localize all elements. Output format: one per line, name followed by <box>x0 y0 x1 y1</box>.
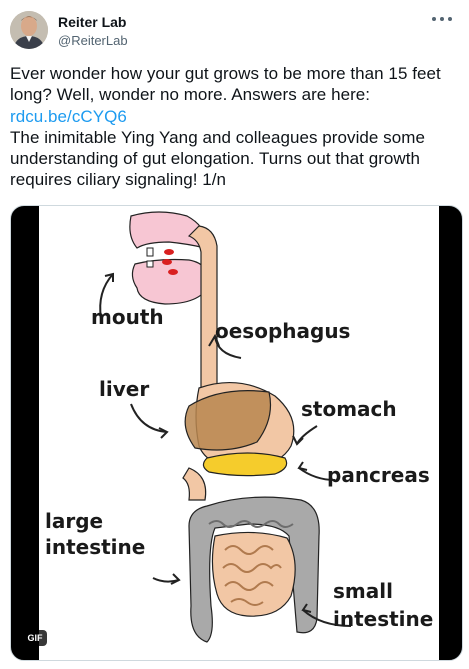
tweet-text-body: The inimitable Ying Yang and colleagues … <box>10 127 425 190</box>
pointer-arrows <box>99 272 352 627</box>
label-pancreas: pancreas <box>327 463 430 487</box>
label-small-intestine-1: small <box>333 579 393 603</box>
label-mouth: mouth <box>91 305 164 329</box>
more-icon[interactable] <box>431 10 453 28</box>
author-handle[interactable]: @ReiterLab <box>58 33 128 48</box>
small-intestine-shape <box>211 531 296 617</box>
label-large-intestine-1: large <box>45 509 103 533</box>
gif-badge: GIF <box>23 630 47 646</box>
gif-media[interactable]: mouth oesophagus liver stomach pancreas … <box>10 205 463 661</box>
label-stomach: stomach <box>301 397 397 421</box>
label-small-intestine-2: intestine <box>333 607 433 631</box>
liver-shape <box>184 390 272 451</box>
author-name[interactable]: Reiter Lab <box>58 14 127 30</box>
label-oesophagus: oesophagus <box>215 319 350 343</box>
tweet-text: Ever wonder how your gut grows to be mor… <box>10 63 459 191</box>
tweet-link[interactable]: rdcu.be/cCYQ6 <box>10 106 127 126</box>
duodenum-shape <box>182 467 207 501</box>
label-large-intestine-2: intestine <box>45 535 145 559</box>
digestive-system-diagram: mouth oesophagus liver stomach pancreas … <box>39 206 439 660</box>
tweet-header: Reiter Lab @ReiterLab <box>10 10 459 54</box>
label-liver: liver <box>99 377 149 401</box>
pancreas-shape <box>202 452 288 477</box>
avatar[interactable] <box>10 11 48 49</box>
oesophagus-shape <box>187 225 218 397</box>
large-intestine-shape <box>188 496 320 643</box>
tweet-text-intro: Ever wonder how your gut grows to be mor… <box>10 64 441 105</box>
mouth-shape <box>129 211 210 305</box>
